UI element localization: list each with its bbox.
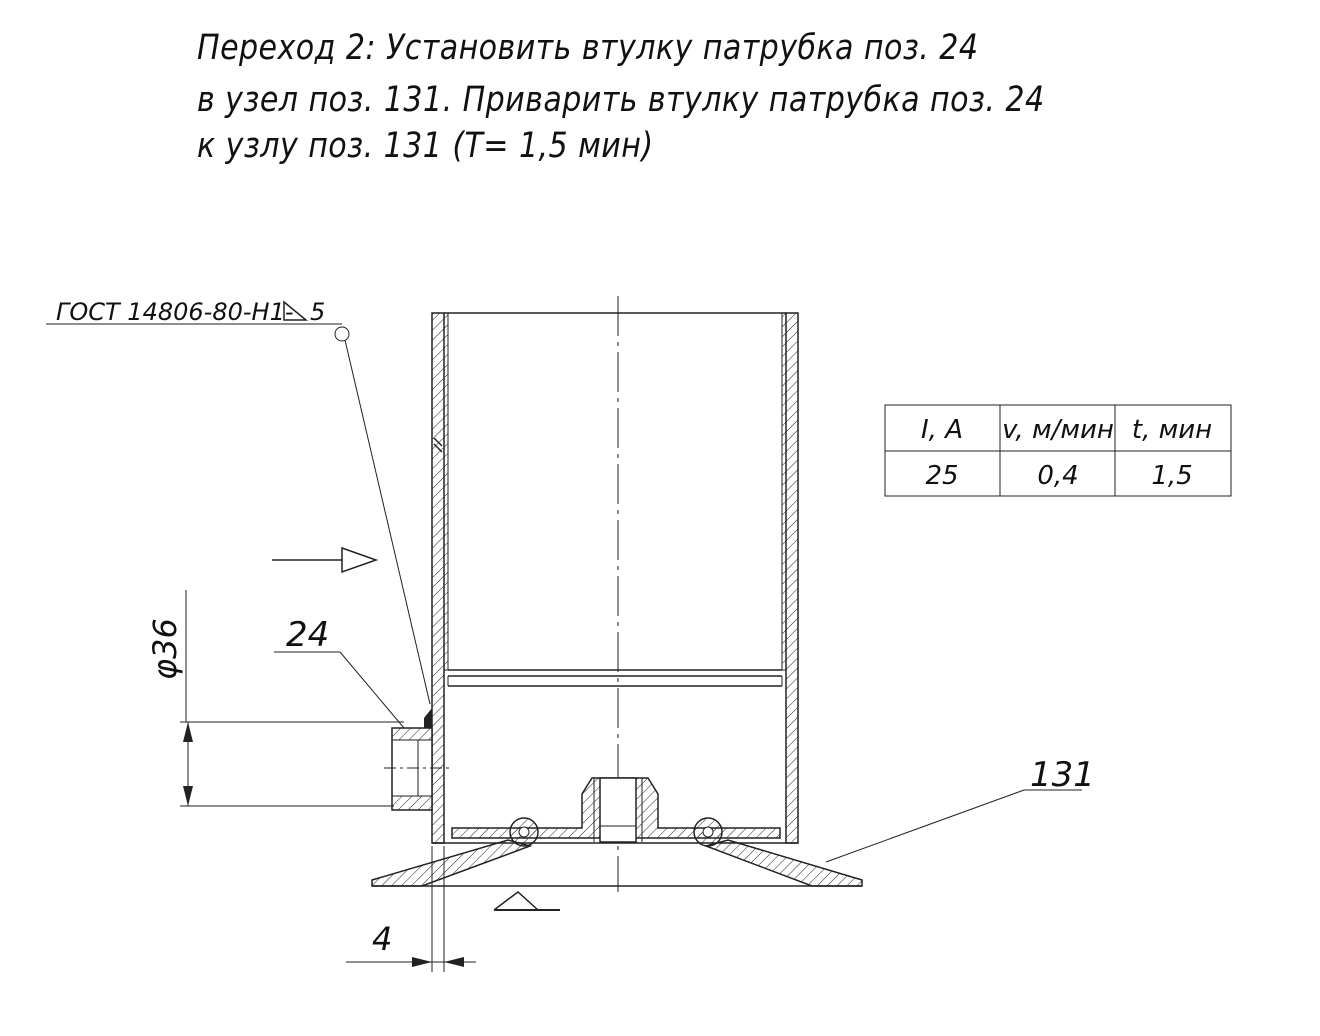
instruction-line-1: Переход 2: Установить втулку патрубка по… [197,28,979,68]
table-value-time: 1,5 [1151,461,1192,491]
diameter-dimension: φ36 [146,590,404,807]
item-131-label: 131 [1030,755,1095,795]
table-header-current: I, A [921,415,963,445]
weld-standard-label: ГОСТ 14806-80-Н1- [56,298,294,326]
assembly-131-shell [431,312,799,844]
table-header-speed: v, м/мин [1002,415,1114,445]
weld-params-table: I, A v, м/мин t, мин 25 0,4 1,5 [884,404,1232,497]
inner-cup [433,312,787,687]
weld-leg-label: 5 [310,298,325,326]
leader-24: 24 [274,615,405,729]
table-value-current: 25 [925,461,958,491]
base-symbol [493,891,560,911]
fillet-weld-icon [283,300,309,321]
view-direction-arrow [272,546,379,574]
offset-dimension: 4 [346,846,476,972]
item-24-label: 24 [286,615,329,655]
instruction-line-2: в узел поз. 131. Приварить втулку патруб… [197,80,1045,120]
instruction-line-3: к узлу поз. 131 (T= 1,5 мин) [197,126,654,166]
leader-131: 131 [825,755,1095,863]
table-value-speed: 0,4 [1037,461,1078,491]
bottom-plate [451,777,781,843]
offset-label: 4 [372,920,392,958]
weld-callout: ГОСТ 14806-80-Н1- 5 [46,298,431,705]
diameter-label: φ36 [146,618,184,680]
table-header-time: t, мин [1132,415,1212,445]
support-base [371,817,863,887]
sleeve-24 [384,708,452,811]
